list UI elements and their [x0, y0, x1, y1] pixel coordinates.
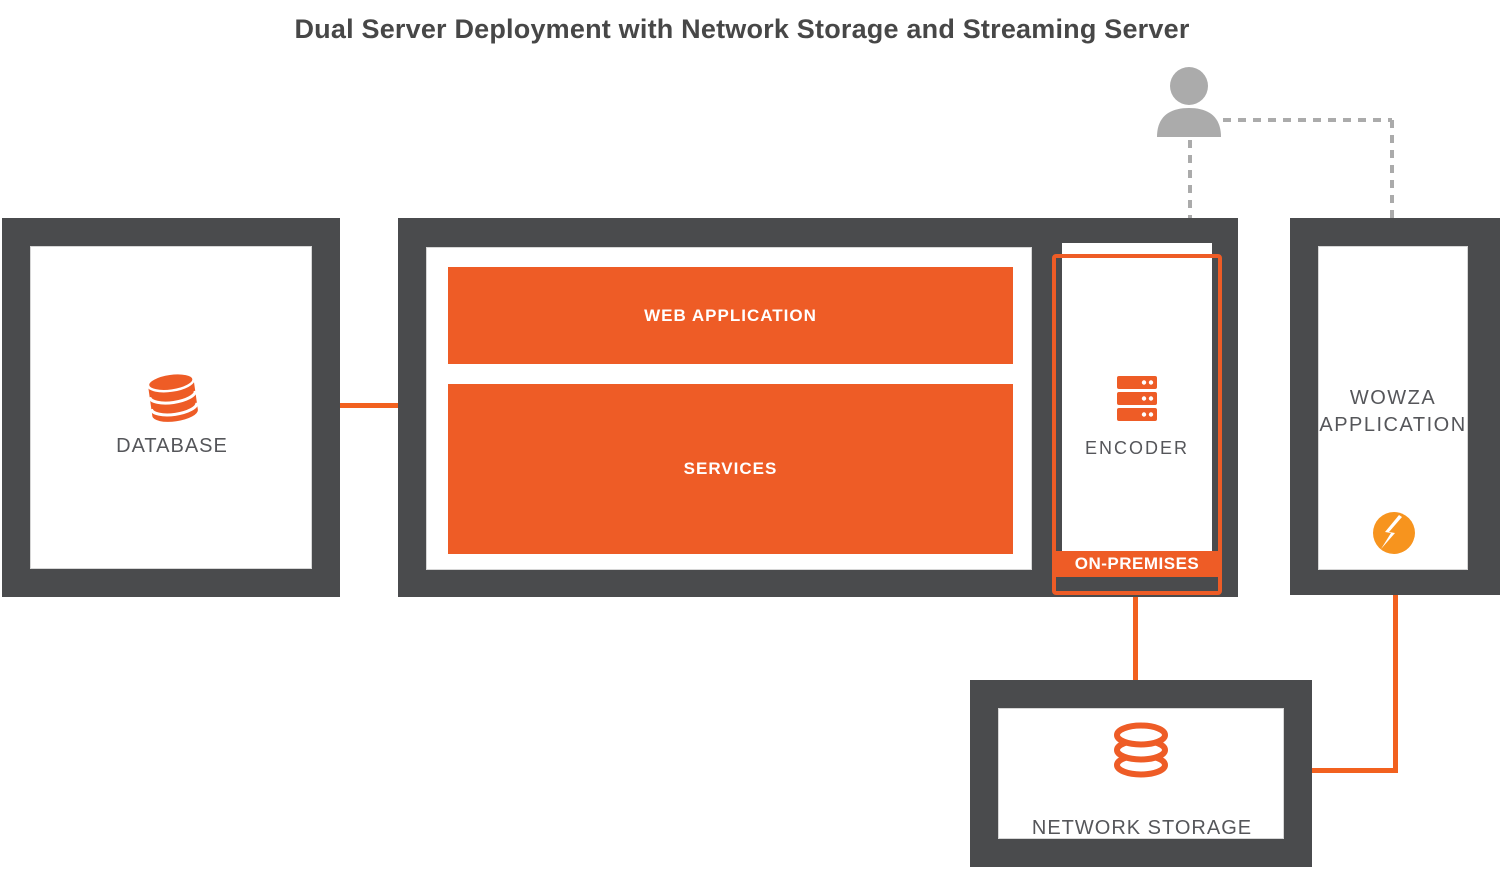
wowza-flame-icon — [1373, 512, 1415, 554]
person-icon — [1157, 67, 1221, 137]
database-box-frame: DATABASE — [2, 218, 340, 597]
wowza-box-frame: WOWZA APPLICATION — [1290, 218, 1500, 595]
database-panel: DATABASE — [30, 246, 312, 569]
wowza-application-label: WOWZA APPLICATION — [1319, 385, 1467, 439]
diagram-title: Dual Server Deployment with Network Stor… — [294, 14, 1190, 44]
encoder-label: ENCODER — [1084, 438, 1189, 458]
web-application-block: WEB APPLICATION — [448, 267, 1013, 364]
app-server-box-frame: WEB APPLICATION SERVICES ENCODER ON-PREM… — [398, 218, 1238, 597]
connector-database-to-server — [340, 403, 399, 408]
connector-wowza-to-storage-horizontal — [1312, 768, 1398, 773]
wowza-panel: WOWZA APPLICATION — [1318, 246, 1468, 570]
database-cylinder-icon — [146, 371, 199, 422]
network-storage-box-frame: NETWORK STORAGE — [970, 680, 1312, 867]
connector-encoder-to-storage — [1133, 596, 1138, 681]
network-storage-label: NETWORK STORAGE — [1031, 817, 1253, 839]
network-storage-panel: NETWORK STORAGE — [998, 708, 1284, 839]
services-block: SERVICES — [448, 384, 1013, 554]
wowza-label-line2: APPLICATION — [1319, 414, 1467, 436]
encoder-outline — [1052, 254, 1222, 595]
on-premises-badge: ON-PREMISES — [1052, 551, 1222, 577]
database-label: DATABASE — [116, 435, 228, 457]
app-server-panel: WEB APPLICATION SERVICES — [426, 247, 1032, 570]
user-dashed-connectors — [1188, 118, 1394, 218]
server-stack-icon — [1117, 376, 1157, 421]
storage-stack-icon — [1114, 722, 1168, 778]
wowza-label-line1: WOWZA — [1349, 387, 1437, 409]
connector-wowza-to-storage-vertical — [1393, 594, 1398, 773]
